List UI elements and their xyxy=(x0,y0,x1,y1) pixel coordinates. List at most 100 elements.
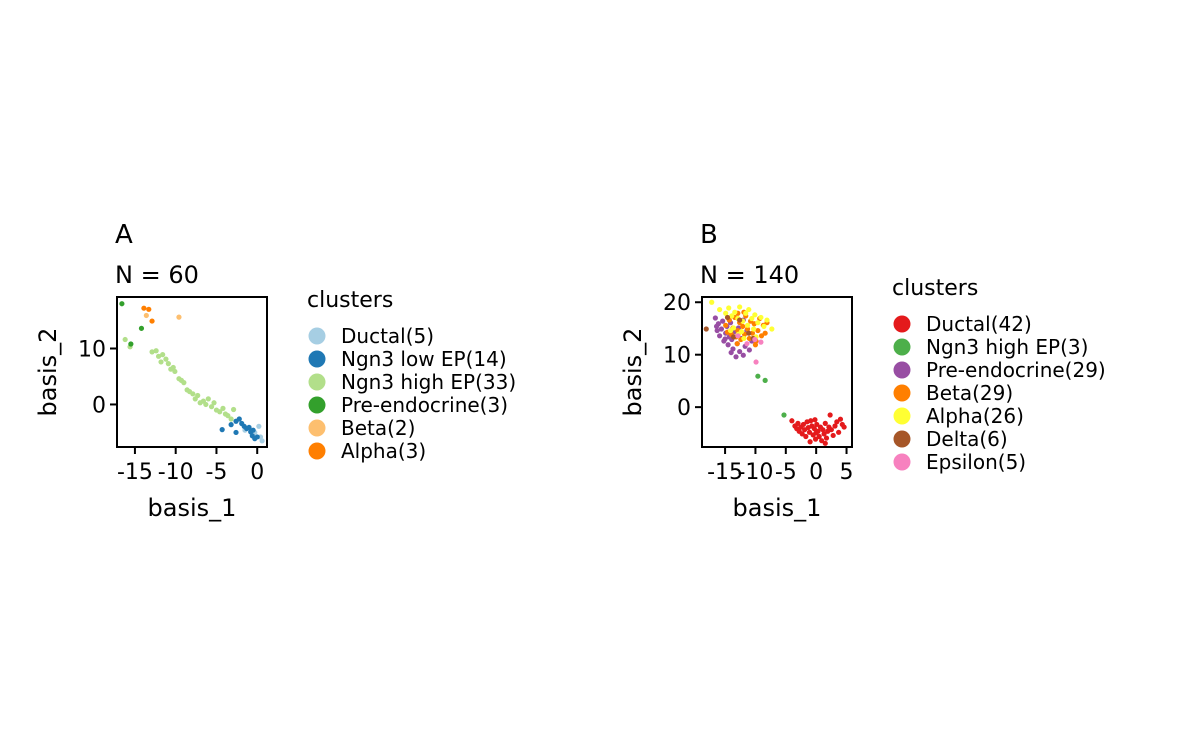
scatter-point xyxy=(256,423,262,429)
scatter-point xyxy=(723,310,729,316)
scatter-point xyxy=(744,341,750,347)
scatter-point xyxy=(795,420,801,426)
scatter-point xyxy=(740,323,746,329)
data-points xyxy=(119,301,265,444)
scatter-point xyxy=(726,305,732,311)
legend-label: Alpha(26) xyxy=(926,404,1024,428)
legend-label: Beta(29) xyxy=(926,381,1013,405)
legend-items: Ductal(5)Ngn3 low EP(14)Ngn3 high EP(33)… xyxy=(308,324,516,463)
legend-swatch xyxy=(308,442,326,460)
scatter-point xyxy=(841,424,847,430)
scatter-point xyxy=(746,330,752,336)
scatter-point xyxy=(827,412,833,418)
scatter-point xyxy=(830,432,836,439)
scatter-point xyxy=(720,318,726,324)
scatter-point xyxy=(752,342,759,348)
scatter-point xyxy=(758,333,765,339)
scatter-point xyxy=(119,301,125,307)
scatter-point xyxy=(735,333,741,339)
scatter-point xyxy=(813,430,819,436)
scatter-point xyxy=(816,433,822,440)
scatter-point xyxy=(764,317,770,323)
scatter-point xyxy=(812,436,819,442)
scatter-point xyxy=(163,356,169,362)
scatter-point xyxy=(834,419,840,425)
scatter-point xyxy=(254,434,260,440)
scatter-point xyxy=(160,352,166,358)
scatter-point xyxy=(746,306,752,313)
scatter-point xyxy=(138,325,145,331)
scatter-point xyxy=(236,416,242,422)
y-axis-label: basis_2 xyxy=(619,328,647,417)
scatter-point xyxy=(758,314,764,321)
scatter-point xyxy=(737,348,743,355)
scatter-point xyxy=(789,418,795,424)
legend-label: Ngn3 low EP(14) xyxy=(341,347,507,371)
scatter-point xyxy=(153,348,159,354)
scatter-point xyxy=(781,412,787,418)
scatter-point xyxy=(752,336,758,343)
scatter-point xyxy=(746,335,752,342)
y-axis-label: basis_2 xyxy=(34,328,62,417)
x-tick-label: 0 xyxy=(250,460,264,485)
legend-label: Pre-endocrine(29) xyxy=(926,358,1106,382)
scatter-point xyxy=(741,335,747,342)
legend-label: Alpha(3) xyxy=(341,439,426,463)
legend-swatch xyxy=(893,430,911,448)
legend-swatch xyxy=(893,384,911,402)
scatter-point xyxy=(176,314,182,320)
scatter-point xyxy=(755,327,761,334)
legend-label: Delta(6) xyxy=(926,427,1008,451)
scatter-point xyxy=(762,330,768,336)
scatter-point xyxy=(822,440,828,446)
legend-swatch xyxy=(893,407,911,425)
scatter-point xyxy=(717,333,723,339)
scatter-point xyxy=(727,327,734,334)
scatter-point xyxy=(799,431,805,437)
legend-title: clusters xyxy=(892,276,978,301)
scatter-point xyxy=(724,314,731,321)
scatter-point xyxy=(753,359,759,365)
scatter-point xyxy=(722,336,728,342)
scatter-point xyxy=(734,341,740,347)
chart-subtitle: N = 60 xyxy=(115,261,199,289)
scatter-point xyxy=(718,326,725,332)
scatter-point xyxy=(803,433,809,440)
scatter-point xyxy=(228,416,234,422)
scatter-point xyxy=(233,429,239,436)
legend-label: Ngn3 high EP(33) xyxy=(341,370,516,394)
y-tick-label: 10 xyxy=(78,337,106,362)
scatter-point xyxy=(158,359,164,365)
plot-frame xyxy=(116,296,268,448)
y-tick-label: 20 xyxy=(663,291,691,316)
scatter-point xyxy=(751,326,757,332)
legend: clusters Ductal(5)Ngn3 low EP(14)Ngn3 hi… xyxy=(307,288,516,463)
scatter-point xyxy=(203,401,209,408)
scatter-point xyxy=(800,421,807,428)
scatter-point xyxy=(122,336,128,343)
legend-title: clusters xyxy=(307,288,393,313)
scatter-point xyxy=(744,322,751,328)
scatter-point xyxy=(749,330,756,336)
scatter-point xyxy=(823,435,830,441)
scatter-point xyxy=(128,341,134,347)
scatter-point xyxy=(811,426,817,432)
scatter-point xyxy=(755,373,761,379)
legend-swatch xyxy=(308,396,326,414)
scatter-point xyxy=(744,326,751,332)
legend-swatch xyxy=(308,350,326,368)
scatter-point xyxy=(752,312,758,318)
scatter-point xyxy=(228,422,234,428)
scatter-point xyxy=(740,352,746,358)
chart-subtitle: N = 140 xyxy=(700,261,799,289)
y-tick-label: 10 xyxy=(663,344,691,369)
scatter-point xyxy=(729,313,735,319)
scatter-point xyxy=(259,438,265,444)
scatter-point xyxy=(723,322,729,328)
legend-label: Epsilon(5) xyxy=(926,450,1026,474)
legend-label: Pre-endocrine(3) xyxy=(341,393,508,417)
scatter-point xyxy=(821,431,827,437)
legend: clusters Ductal(42)Ngn3 high EP(3)Pre-en… xyxy=(892,276,1106,474)
scatter-point xyxy=(703,326,709,332)
